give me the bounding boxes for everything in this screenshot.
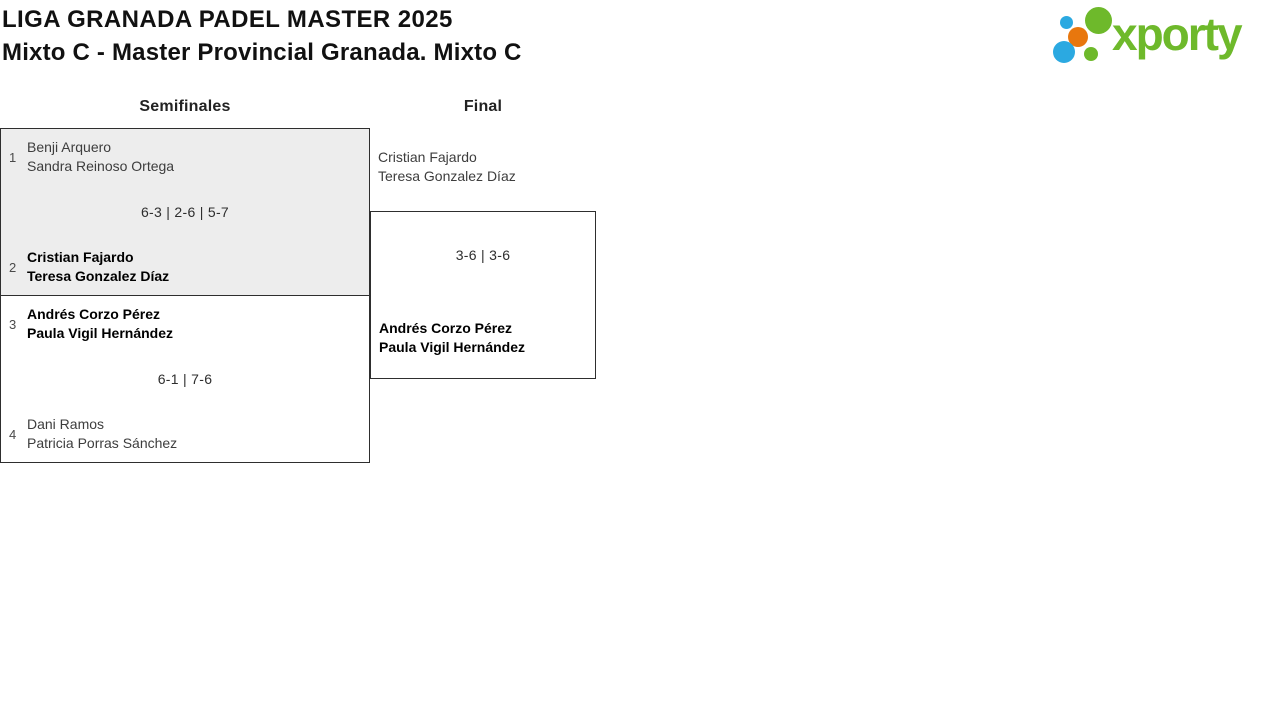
- page-subtitle: Mixto C - Master Provincial Granada. Mix…: [2, 39, 522, 66]
- logo-dot-blue-small-icon: [1060, 16, 1073, 29]
- team-row-seed-2: 2 Cristian Fajardo Teresa Gonzalez Díaz: [9, 248, 169, 286]
- player-name: Andrés Corzo Pérez: [379, 320, 513, 336]
- player-name: Paula Vigil Hernández: [27, 325, 174, 341]
- team-seed: 4: [9, 426, 17, 442]
- logo-dot-green-big-icon: [1085, 7, 1112, 34]
- logo-wordmark: xporty: [1112, 8, 1243, 60]
- player-name: Dani Ramos: [27, 416, 105, 432]
- player-name: Paula Vigil Hernández: [379, 339, 526, 355]
- logo-dot-orange-icon: [1068, 27, 1088, 47]
- semifinal-match-2: 3 Andrés Corzo Pérez Paula Vigil Hernánd…: [0, 295, 370, 463]
- xporty-logo[interactable]: xporty: [1048, 2, 1276, 72]
- player-name: Benji Arquero: [27, 139, 112, 155]
- logo-dot-blue-big-icon: [1053, 41, 1075, 63]
- team-seed: 3: [9, 316, 17, 332]
- page-title: LIGA GRANADA PADEL MASTER 2025: [2, 6, 453, 33]
- team-row-seed-3: 3 Andrés Corzo Pérez Paula Vigil Hernánd…: [9, 305, 173, 343]
- match-score: 3-6 | 3-6: [455, 247, 511, 263]
- player-name: Sandra Reinoso Ortega: [27, 158, 175, 174]
- team-row-seed-1: 1 Benji Arquero Sandra Reinoso Ortega: [9, 138, 174, 176]
- match-score: 6-1 | 7-6: [157, 371, 213, 387]
- player-name: Teresa Gonzalez Díaz: [27, 268, 170, 284]
- player-name: Teresa Gonzalez Díaz: [378, 168, 516, 184]
- team-seed: 1: [9, 149, 17, 165]
- match-score: 6-3 | 2-6 | 5-7: [140, 204, 230, 220]
- round-header-final: Final: [463, 98, 503, 115]
- final-team-winner: Andrés Corzo Pérez Paula Vigil Hernández: [379, 319, 525, 357]
- team-seed: 2: [9, 259, 17, 275]
- round-header-semifinals: Semifinales: [139, 98, 231, 115]
- player-name: Patricia Porras Sánchez: [27, 435, 178, 451]
- player-name: Cristian Fajardo: [378, 149, 477, 165]
- final-team-top: Cristian Fajardo Teresa Gonzalez Díaz: [378, 148, 516, 186]
- final-match: 3-6 | 3-6 Andrés Corzo Pérez Paula Vigil…: [370, 211, 596, 379]
- team-row-seed-4: 4 Dani Ramos Patricia Porras Sánchez: [9, 415, 177, 453]
- player-name: Cristian Fajardo: [27, 249, 134, 265]
- logo-dot-green-small-icon: [1084, 47, 1098, 61]
- player-name: Andrés Corzo Pérez: [27, 306, 161, 322]
- semifinal-match-1: 1 Benji Arquero Sandra Reinoso Ortega 6-…: [0, 128, 370, 296]
